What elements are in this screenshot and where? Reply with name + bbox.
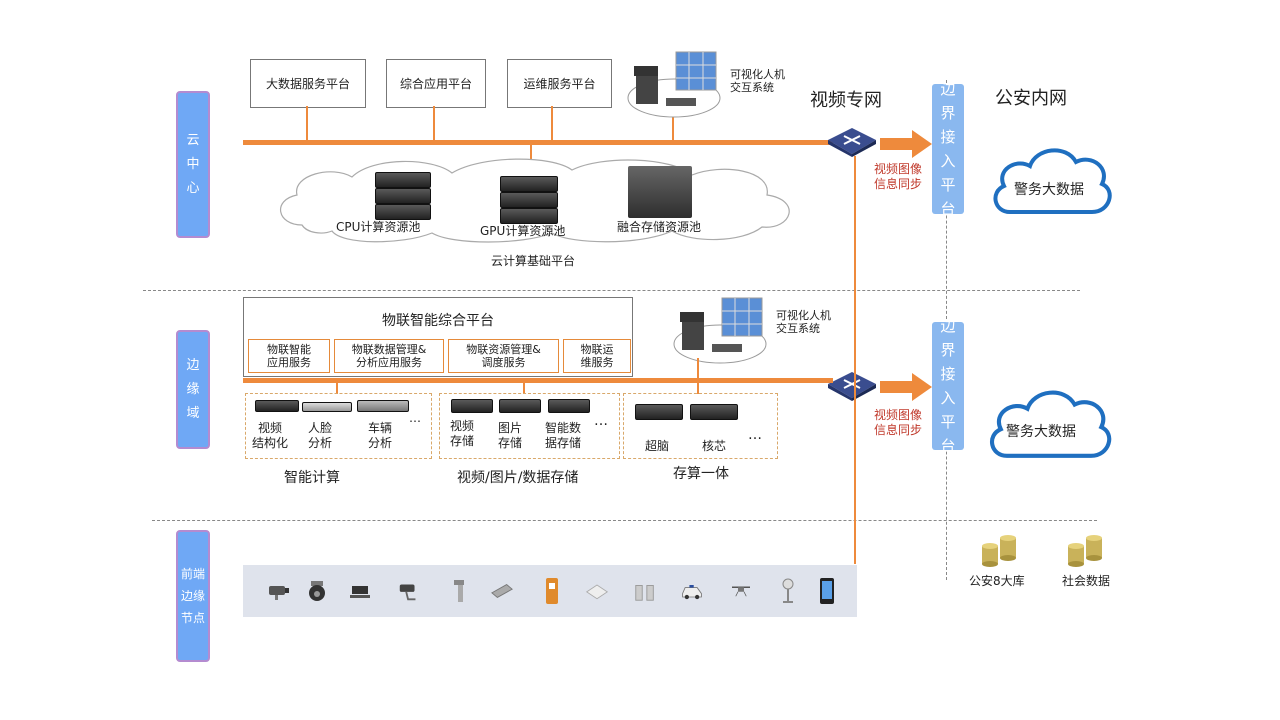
cpu-pool-label: CPU计算资源池	[336, 220, 421, 234]
compute-more-label: …	[409, 411, 421, 425]
intelligent-compute-group	[245, 393, 432, 459]
drone-icon	[729, 579, 753, 603]
police-big-data-cloud-icon	[993, 148, 1112, 214]
storage-server-icon	[548, 399, 590, 413]
integrated-app-platform: 综合应用平台	[386, 59, 486, 108]
video-storage-label: 视频 存储	[450, 419, 475, 448]
integrated-compute-storage-group	[623, 393, 778, 459]
sensor-panel-icon	[490, 579, 514, 603]
video-network-label: 视频专网	[810, 90, 882, 111]
integrated-more-label: …	[748, 427, 762, 443]
sync-arrow-icon	[880, 373, 932, 401]
cloud-base-platform-label: 云计算基础平台	[491, 254, 576, 268]
connector	[697, 358, 699, 378]
connector	[551, 106, 553, 142]
router-switch-icon	[828, 372, 876, 401]
boundary-access-platform-edge: 边界接入平台	[932, 317, 964, 455]
database-icon	[982, 535, 1016, 567]
separator-edge-front	[152, 520, 1097, 521]
database-icon	[1068, 535, 1102, 567]
vehicle-analysis-label: 车辆 分析	[368, 421, 393, 450]
hci-label-edge: 可视化人机 交互系统	[776, 309, 831, 335]
turnstile-icon	[633, 579, 657, 603]
connector	[530, 142, 532, 166]
bullet-camera-2-icon	[397, 579, 421, 603]
storage-more-label: …	[594, 413, 608, 429]
storage-pool-label: 融合存储资源池	[617, 220, 702, 234]
cpu-server-icon	[375, 204, 431, 220]
smartphone-icon	[815, 578, 839, 604]
smart-data-storage-label: 智能数 据存储	[545, 421, 582, 450]
police-car-icon	[680, 579, 704, 603]
police-8-databases-label: 公安8大库	[969, 574, 1025, 588]
iot-data-management-service: 物联数据管理& 分析应用服务	[334, 339, 444, 373]
image-storage-label: 图片 存储	[498, 421, 523, 450]
bullet-camera-icon	[267, 579, 291, 603]
compute-server-icon	[302, 402, 352, 412]
big-data-service-platform: 大数据服务平台	[250, 59, 366, 108]
storage-server-icon	[628, 166, 692, 218]
core-server-icon	[690, 404, 738, 420]
storage-server-icon	[451, 399, 493, 413]
sync-label-edge: 视频图像 信息同步	[874, 408, 923, 437]
separator-cloud-edge	[143, 290, 1080, 291]
super-brain-server-icon	[635, 404, 683, 420]
boundary-access-platform-cloud: 边界接入平台	[932, 80, 964, 218]
face-analysis-label: 人脸 分析	[308, 421, 333, 450]
connector	[306, 106, 308, 142]
sync-label-cloud: 视频图像 信息同步	[874, 162, 923, 191]
hci-workstation-icon	[627, 51, 721, 118]
barrier-gate-icon	[448, 579, 472, 603]
iot-intelligent-app-service: 物联智能 应用服务	[248, 339, 330, 373]
tier-cloud-center: 云中心	[176, 91, 210, 238]
core-label: 核芯	[702, 439, 727, 453]
router-switch-icon	[828, 128, 876, 157]
dome-camera-icon	[305, 579, 329, 603]
police-big-data-label-edge: 警务大数据	[1006, 424, 1076, 440]
video-structuring-label: 视频 结构化	[252, 421, 289, 450]
police-big-data-cloud-icon	[990, 390, 1112, 458]
face-terminal-icon	[585, 579, 609, 603]
police-network-label: 公安内网	[995, 88, 1067, 109]
police-big-data-label-cloud: 警务大数据	[1014, 182, 1084, 198]
tier-front-edge-node: 前端边缘节点	[176, 530, 210, 662]
tier-edge-domain: 边缘域	[176, 330, 210, 449]
connector	[697, 382, 699, 394]
ops-service-platform: 运维服务平台	[507, 59, 612, 108]
compute-server-icon	[357, 400, 409, 412]
iot-resource-scheduling-service: 物联资源管理& 调度服务	[448, 339, 559, 373]
compute-server-icon	[255, 400, 299, 412]
intelligent-compute-title: 智能计算	[284, 470, 340, 486]
pole-camera-icon	[776, 578, 800, 603]
hci-workstation-icon	[673, 297, 767, 364]
gpu-server-icon	[500, 192, 558, 208]
gpu-server-icon	[500, 176, 558, 192]
connector	[523, 382, 525, 394]
social-data-label: 社会数据	[1062, 574, 1111, 588]
connector	[336, 382, 338, 394]
edge-bus	[243, 378, 833, 383]
cloud-bus	[243, 140, 833, 145]
iot-ops-service: 物联运 维服务	[563, 339, 631, 373]
sync-arrow-icon	[880, 130, 932, 158]
connector	[433, 106, 435, 142]
gpu-pool-label: GPU计算资源池	[480, 224, 566, 238]
storage-server-icon	[499, 399, 541, 413]
integrated-group-title: 存算一体	[673, 466, 729, 482]
storage-group	[439, 393, 620, 459]
video-network-trunk	[854, 156, 856, 564]
super-brain-label: 超脑	[645, 439, 670, 453]
gpu-server-icon	[500, 208, 558, 224]
cpu-server-icon	[375, 188, 431, 204]
id-reader-icon	[540, 578, 564, 604]
cpu-server-icon	[375, 172, 431, 188]
hci-label-cloud: 可视化人机 交互系统	[730, 68, 785, 94]
box-camera-icon	[349, 579, 373, 603]
connector	[672, 110, 674, 142]
storage-group-title: 视频/图片/数据存储	[457, 470, 579, 486]
